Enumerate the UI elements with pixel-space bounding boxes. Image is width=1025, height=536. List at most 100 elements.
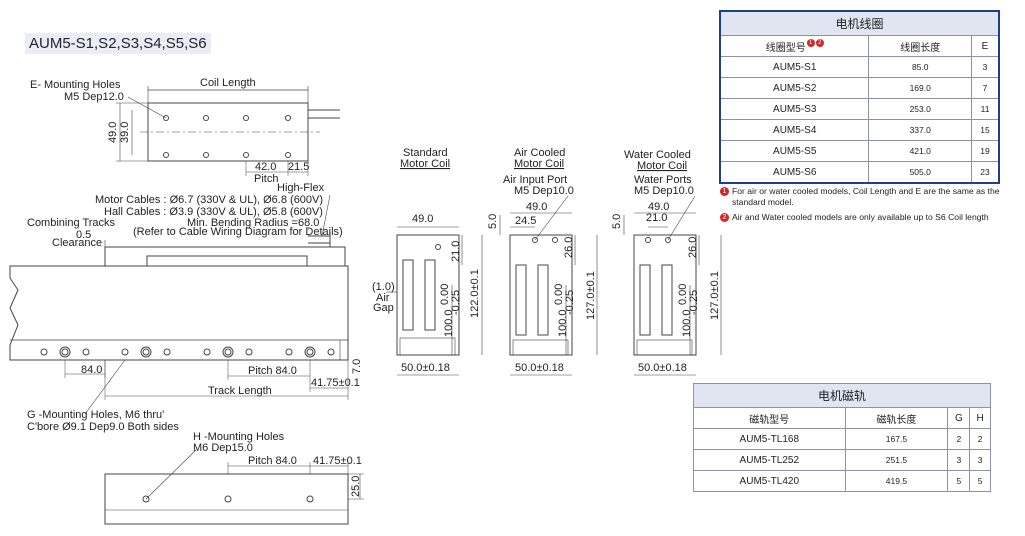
track-hole xyxy=(61,348,69,356)
coil-e: 19 xyxy=(971,140,1000,162)
track-bottom-hole xyxy=(306,495,314,503)
air-port-icon xyxy=(532,237,538,243)
mounting-hole xyxy=(203,115,209,121)
track-hole xyxy=(142,348,150,356)
note-marker: 1 xyxy=(720,187,729,196)
coil-model: AUM5-S2 xyxy=(719,77,870,99)
dim-39: 39.0 xyxy=(119,122,131,143)
track-g: 5 xyxy=(947,470,971,492)
note-badge-2: 2 xyxy=(815,38,824,47)
track-hole xyxy=(140,346,152,358)
note-marker: 2 xyxy=(720,212,729,222)
coil-side-inner xyxy=(146,255,308,267)
standard-dim-21: 21.0 xyxy=(450,241,462,262)
coil-table-header-length: 线圈长度 xyxy=(868,35,973,57)
coil-model: AUM5-S1 xyxy=(719,56,870,78)
g-holes-label-1: G -Mounting Holes, M6 thru' xyxy=(27,409,164,421)
air-dim-000: 0.00 xyxy=(553,284,565,305)
track-model: AUM5-TL252 xyxy=(693,449,846,471)
track-hole xyxy=(203,348,211,356)
coil-table-caption: 电机线圈 xyxy=(719,10,1000,36)
g-holes-label-2: C'bore Ø9.1 Dep9.0 Both sides xyxy=(27,421,179,433)
mounting-hole xyxy=(243,115,249,121)
track-hole xyxy=(224,348,232,356)
air-dim-025: -0.25 xyxy=(564,290,576,315)
air-coil-inner xyxy=(515,264,527,336)
air-port-1: Air Input Port xyxy=(503,174,567,186)
air-coil-inner xyxy=(537,264,549,336)
water-dim-21: 21.0 xyxy=(646,212,667,224)
hall-cables-label: Hall Cables : Ø3.9 (330V & UL), Ø5.8 (60… xyxy=(104,206,323,218)
coil-length: 169.0 xyxy=(868,77,973,99)
standard-dim-100: 100.0 xyxy=(443,309,455,337)
air-dim-5: 5.0 xyxy=(487,214,499,229)
track-hole xyxy=(306,348,314,356)
coil-model: AUM5-S5 xyxy=(719,140,870,162)
air-dim-26: 26.0 xyxy=(563,237,575,258)
track-hole xyxy=(327,348,335,356)
track-table-caption: 电机磁轨 xyxy=(693,383,991,408)
h-holes-spec: M6 Dep15.0 xyxy=(193,442,253,454)
mounting-hole xyxy=(163,115,169,121)
track-g: 3 xyxy=(947,449,971,471)
coil-model: AUM5-S4 xyxy=(719,119,870,141)
track-body xyxy=(9,265,349,361)
track-hole xyxy=(245,348,253,356)
water-port-1: Water Ports xyxy=(634,174,692,186)
water-port-2: M5 Dep10.0 xyxy=(634,185,694,197)
water-port-icon xyxy=(665,237,671,243)
dim-41-75: 41.75±0.1 xyxy=(311,377,360,389)
track-hole xyxy=(304,346,316,358)
water-dim-26: 26.0 xyxy=(687,237,699,258)
track-bottom-hole xyxy=(142,495,150,503)
coil-e: 11 xyxy=(971,98,1000,120)
water-dim-000: 0.00 xyxy=(677,284,689,305)
track-model: AUM5-TL420 xyxy=(693,470,846,492)
water-dim-height: 127.0±0.1 xyxy=(709,271,721,320)
dim-49: 49.0 xyxy=(107,122,119,143)
water-coil-inner xyxy=(661,264,673,336)
track-table-header-length: 磁轨长度 xyxy=(844,407,949,429)
standard-dim-height: 122.0±0.1 xyxy=(469,269,481,318)
mounting-holes-title: E- Mounting Holes xyxy=(30,79,121,91)
track-length: 419.5 xyxy=(844,470,949,492)
track-h: 3 xyxy=(969,449,991,471)
mounting-hole xyxy=(285,152,291,158)
water-width: 49.0 xyxy=(648,201,669,213)
mounting-hole xyxy=(163,152,169,158)
standard-base: 50.0±0.18 xyxy=(401,362,450,374)
mounting-hole xyxy=(285,115,291,121)
coil-length: 421.0 xyxy=(868,140,973,162)
note-text: For air or water cooled models, Coil Len… xyxy=(732,186,1000,208)
clearance-label: Clearance xyxy=(52,237,102,249)
dim-25: 25.0 xyxy=(350,476,362,497)
bending-radius-label: Min. Bending Radius =68.0 xyxy=(187,217,319,229)
air-coil-hole xyxy=(552,237,558,243)
coil-length: 253.0 xyxy=(868,98,973,120)
h-holes-title: H -Mounting Holes xyxy=(193,431,285,443)
dim-21-5: 21.5 xyxy=(288,161,309,173)
track-hole xyxy=(40,348,48,356)
track-table-header-g: G xyxy=(947,407,971,429)
water-port-icon xyxy=(645,237,651,243)
track-side-view xyxy=(9,194,349,415)
track-bottom-view xyxy=(104,449,364,525)
coil-length: 85.0 xyxy=(868,56,973,78)
standard-gap-val: (1.0) xyxy=(372,281,395,293)
coil-model: AUM5-S3 xyxy=(719,98,870,120)
combining-tracks-label: Combining Tracks xyxy=(27,217,116,229)
standard-dim-025: -0.25 xyxy=(450,290,462,315)
dim-7: 7.0 xyxy=(351,359,363,374)
coil-e: 7 xyxy=(971,77,1000,99)
